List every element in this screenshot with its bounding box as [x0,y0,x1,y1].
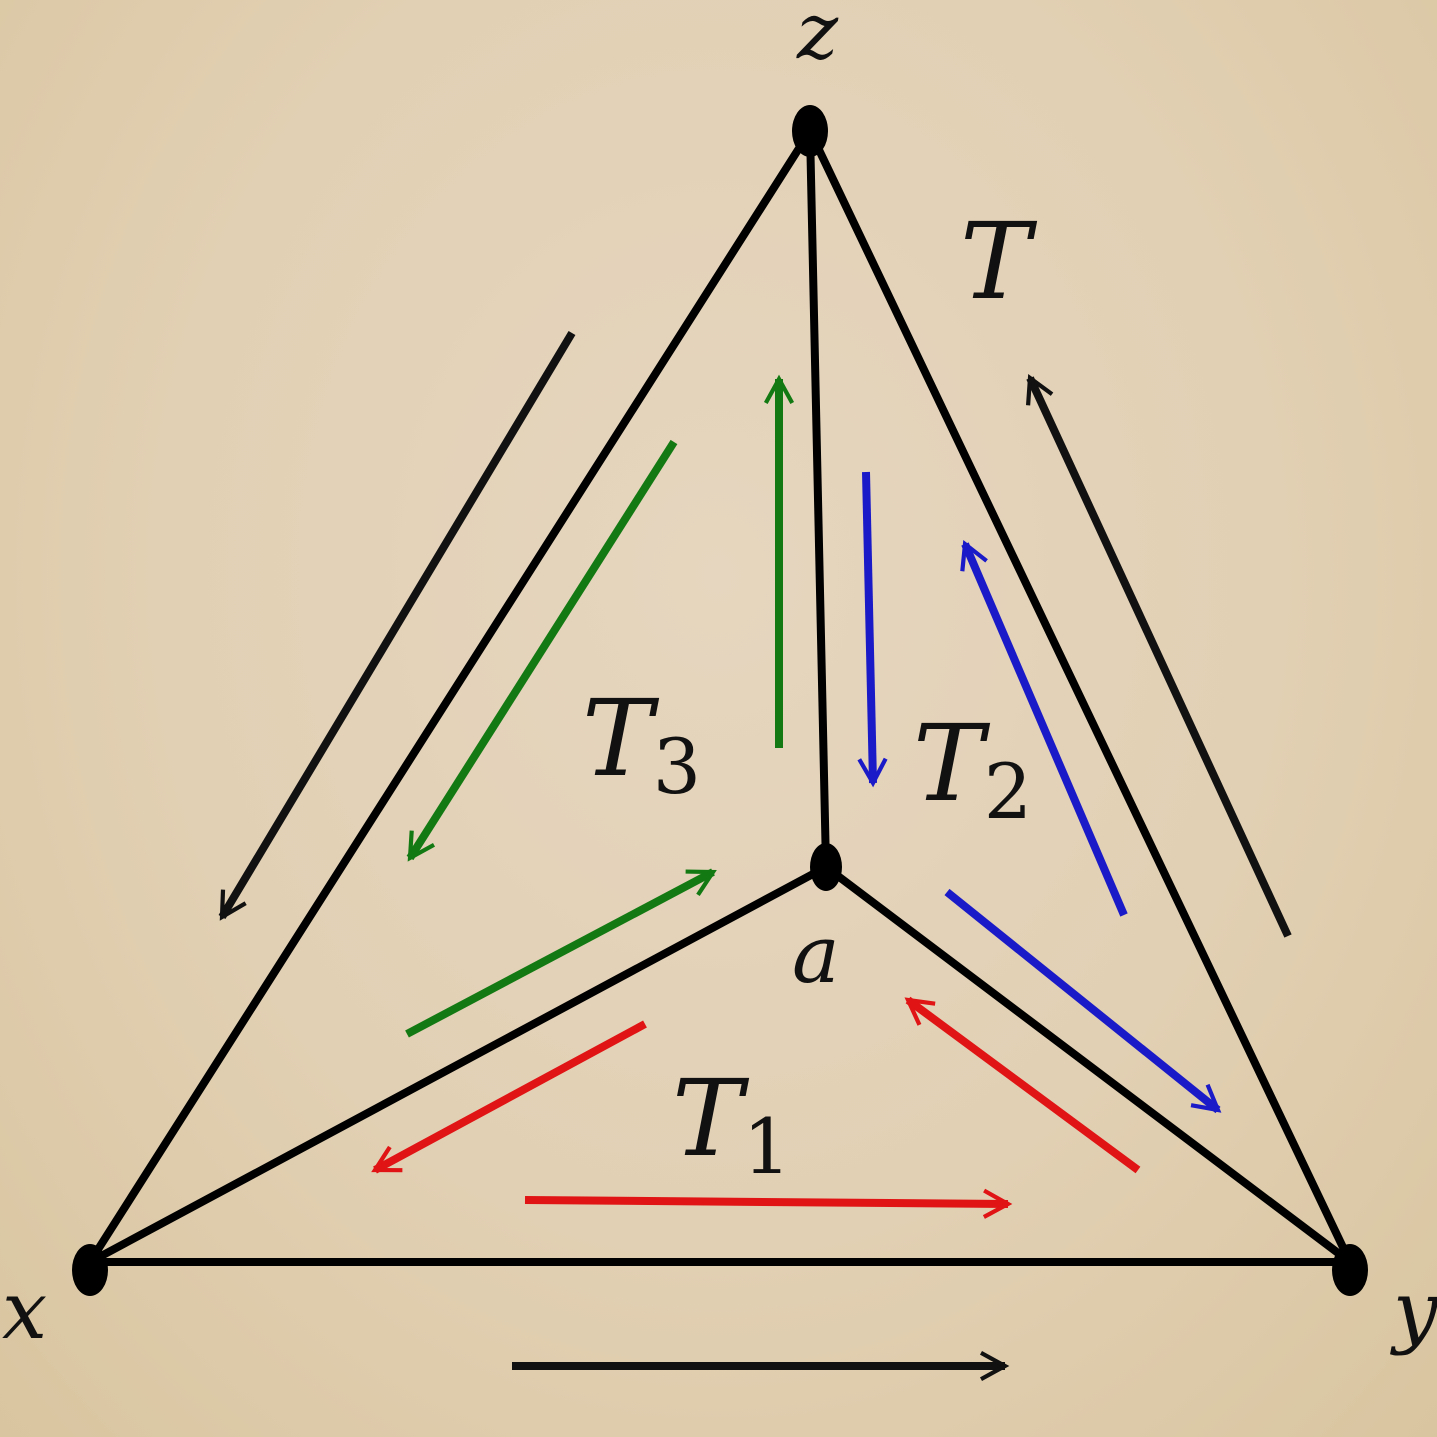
edge-a-y [822,863,1354,1266]
vertex-dot-z [792,105,828,157]
t2-arrow-y-to-z [960,539,1128,917]
t3-arrows [405,374,795,1038]
vertex-dots [72,105,1368,1296]
vertex-label-y: y [1390,1264,1437,1357]
t1-arrow-y-to-a [904,996,1141,1174]
edge-x-z [86,127,814,1266]
outer-arrow-y-to-z [1025,374,1292,938]
outer-arrows [218,330,1292,1382]
region-t1-subscript: 1 [743,1102,791,1191]
t1-arrow-x-to-y [524,1188,1013,1219]
vertex-label-z: z [796,0,839,77]
vertex-dot-a [810,843,842,891]
t1-arrow-a-to-x [371,1020,647,1174]
region-label-t1: T1 [672,1057,791,1191]
vertex-label-x: x [2,1264,47,1357]
vertex-dot-y [1332,1244,1368,1296]
region-t3-subscript: 3 [653,722,701,811]
region-label-t3: T3 [582,677,701,811]
region-label-outer: T [960,200,1038,323]
vertex-dot-x [72,1244,108,1296]
t3-arrow-z-to-x [406,439,678,862]
edge-z-a [806,127,830,871]
t3-arrow-x-to-a [405,868,717,1038]
t2-arrows [857,471,1222,1114]
region-label-t2: T2 [913,702,1032,836]
edge-z-y [806,127,1354,1266]
t2-arrow-z-to-a [857,471,888,788]
t1-arrows [371,996,1141,1219]
region-t2-subscript: 2 [984,747,1032,836]
vertex-label-a: a [792,908,840,1001]
t2-arrow-a-to-y [944,888,1222,1114]
edge-x-a [86,863,830,1266]
outer-arrow-z-to-x [218,330,576,921]
edges [86,127,1354,1266]
